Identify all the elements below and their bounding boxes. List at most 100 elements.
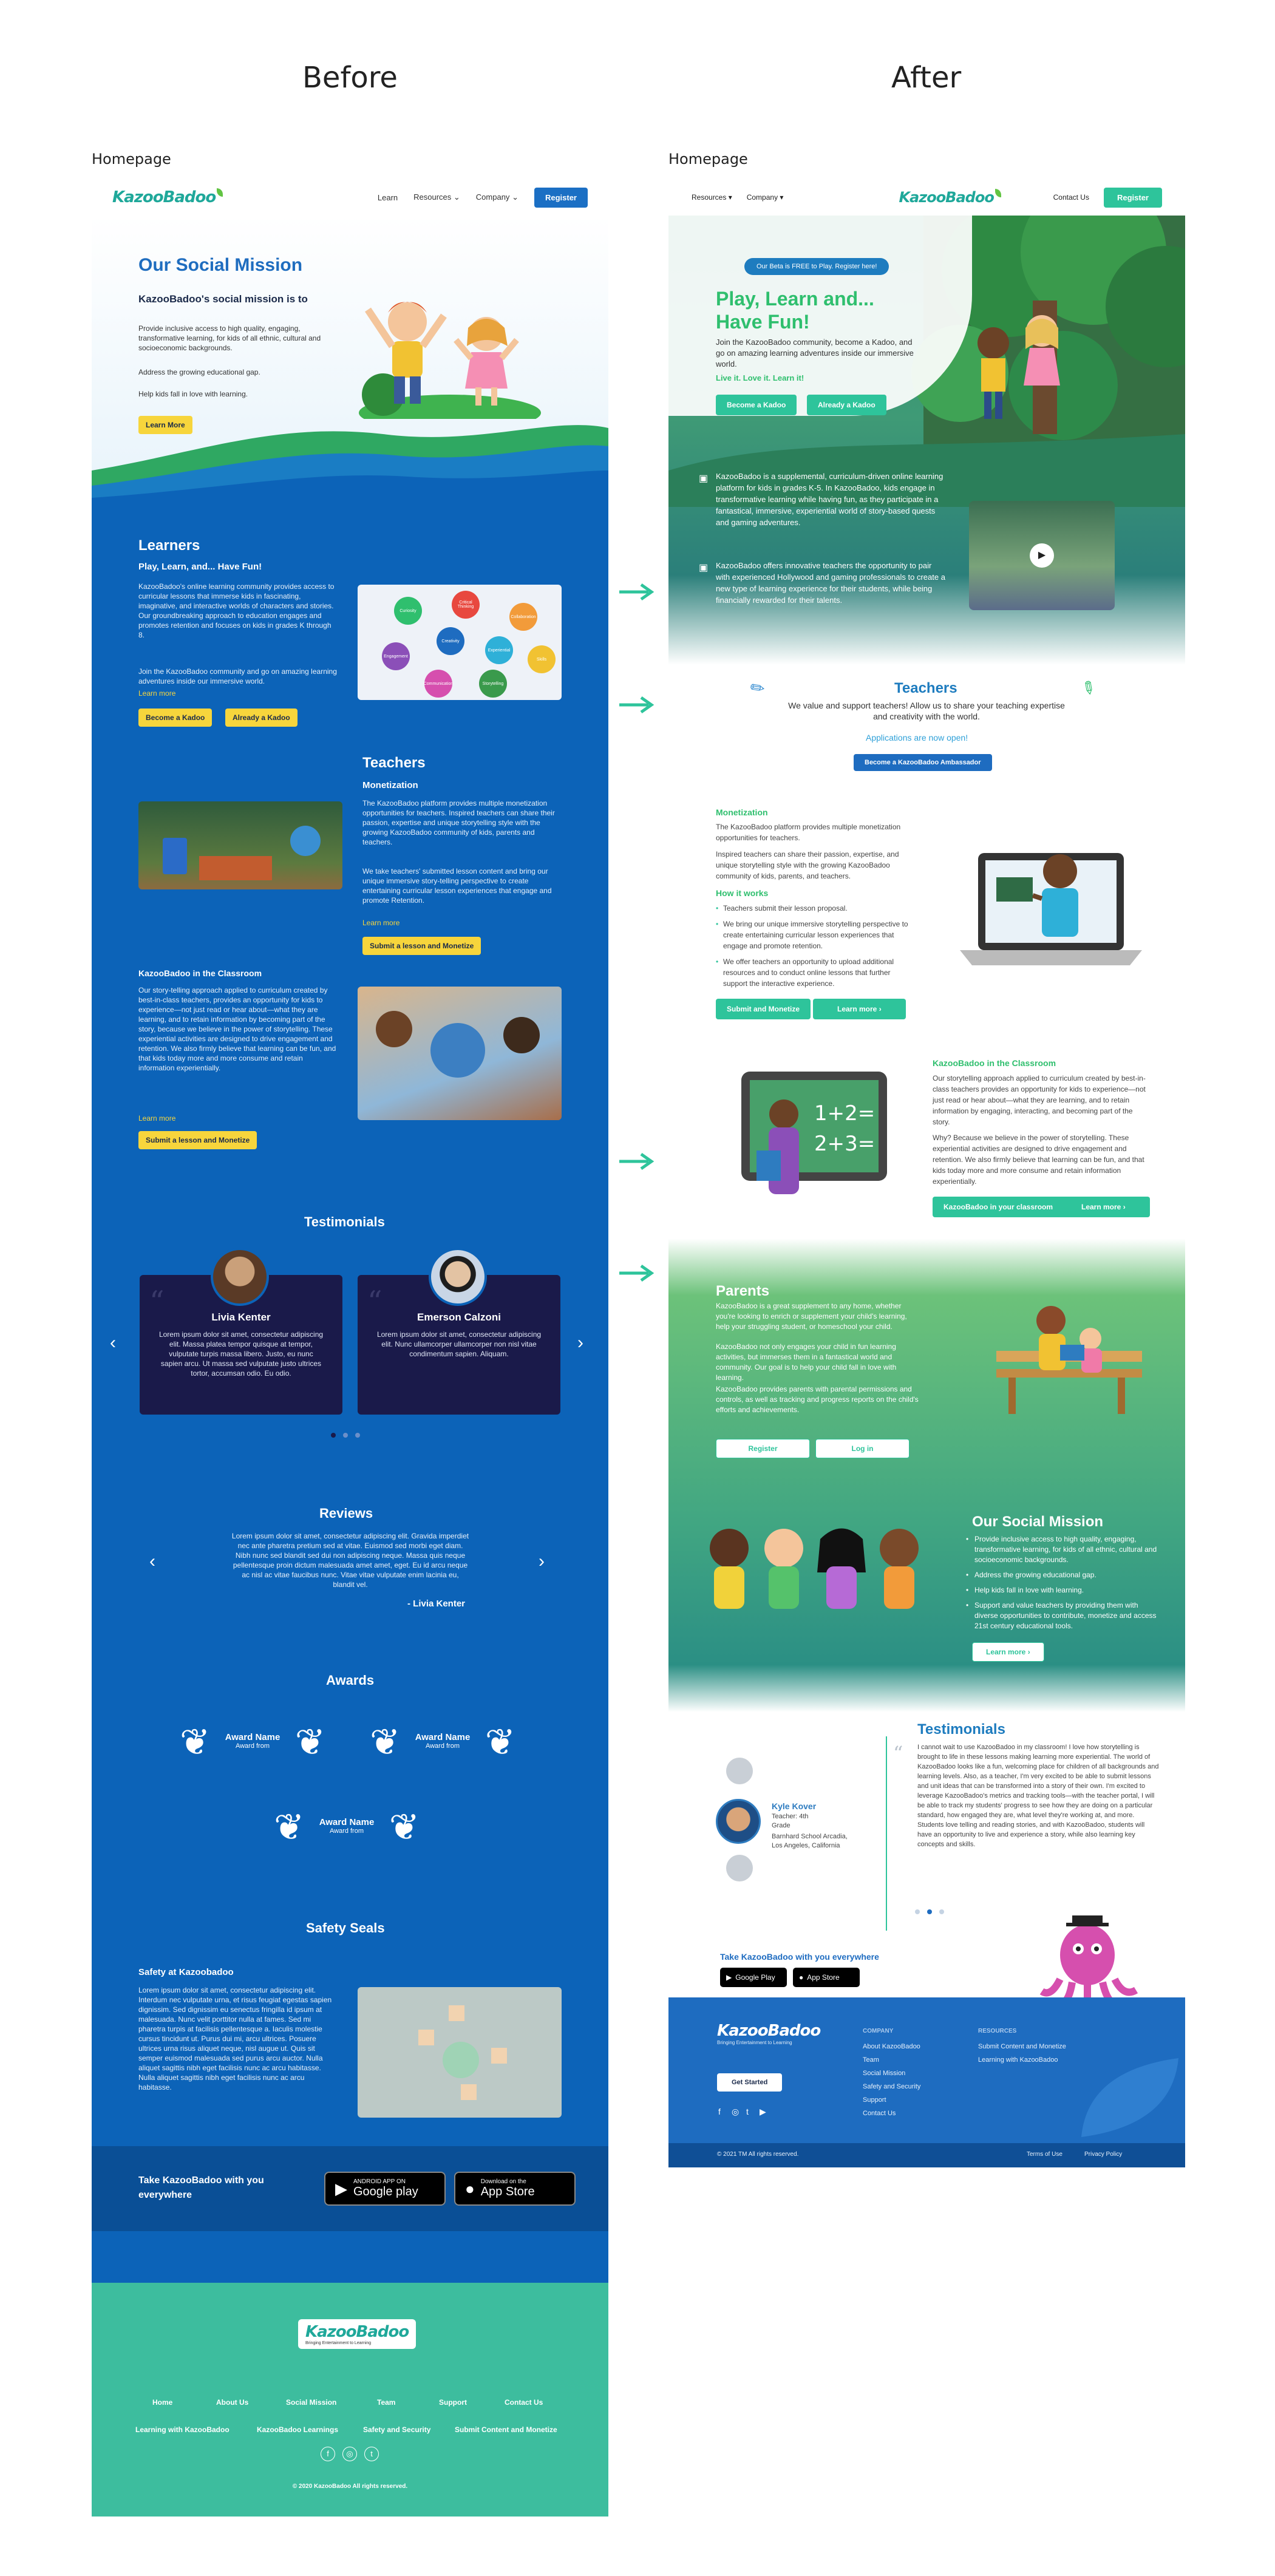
applications-open: Applications are now open! xyxy=(866,733,968,743)
get-started-button[interactable]: Get Started xyxy=(717,2073,783,2092)
footer-link[interactable]: KazooBadoo Learnings xyxy=(257,2425,339,2434)
become-kadoo-button[interactable]: Become a Kadoo xyxy=(716,395,797,415)
instagram-icon[interactable]: ◎ xyxy=(342,2447,357,2461)
skill-bubble: Communication xyxy=(424,670,453,698)
after-heading: After xyxy=(891,61,962,95)
carousel-dots[interactable] xyxy=(327,1430,364,1441)
game-video-thumbnail[interactable]: ▶ xyxy=(969,501,1115,610)
footer-link[interactable]: Contact Us xyxy=(863,2110,896,2117)
learners-learn-more-link[interactable]: Learn more xyxy=(138,689,176,698)
footer-link[interactable]: Learning with KazooBadoo xyxy=(135,2425,229,2434)
monetization-learn-more-button[interactable]: Learn more › xyxy=(813,999,906,1019)
submit-monetize-button[interactable]: Submit and Monetize xyxy=(716,999,811,1019)
mission-point: Address the growing educational gap. xyxy=(138,368,260,376)
before-navbar: KazooBadoo Learn Resources ⌄ Company ⌄ R… xyxy=(92,179,608,216)
footer-link[interactable]: Social Mission xyxy=(863,2070,906,2077)
before-logo[interactable]: KazooBadoo xyxy=(112,188,223,206)
teachers-text: We value and support teachers! Allow us … xyxy=(788,701,1065,721)
classroom-button[interactable]: KazooBadoo in your classroom xyxy=(933,1197,1064,1217)
avatar xyxy=(429,1248,487,1306)
after-logo[interactable]: KazooBadoo xyxy=(899,189,1001,206)
book-icon: ▣ xyxy=(699,474,709,484)
nav-company[interactable]: Company ▾ xyxy=(746,193,784,202)
footer-link[interactable]: Contact Us xyxy=(505,2398,543,2407)
how-it-works-title: How it works xyxy=(716,888,769,898)
privacy-link[interactable]: Privacy Policy xyxy=(1084,2151,1123,2158)
footer-link[interactable]: Submit Content and Monetize xyxy=(455,2425,557,2434)
reviews-next-icon[interactable]: › xyxy=(539,1551,545,1571)
safety-blocks-photo xyxy=(358,1987,562,2118)
bullet-icon: • xyxy=(966,1571,969,1579)
submit-lesson-button[interactable]: Submit a lesson and Monetize xyxy=(362,937,481,955)
nav-company[interactable]: Company ⌄ xyxy=(475,192,518,202)
skill-bubble: Experiential xyxy=(485,636,513,664)
ambassador-button[interactable]: Become a KazooBadoo Ambassador xyxy=(854,754,992,771)
list-item: •Support and value teachers by providing… xyxy=(966,1601,1157,1630)
parents-mission-band xyxy=(668,1239,1185,1712)
twitter-icon[interactable]: t xyxy=(746,2107,749,2116)
play-store-icon: ▶ xyxy=(726,1973,732,1982)
footer-logo[interactable]: KazooBadoo Bringing Entertainment to Lea… xyxy=(717,2022,821,2045)
footer-link[interactable]: Safety and Security xyxy=(863,2083,921,2090)
carousel-next-icon[interactable]: › xyxy=(577,1333,583,1353)
bullet-icon: • xyxy=(716,920,719,928)
register-button[interactable]: Register xyxy=(1103,187,1162,208)
testimonial-text: Lorem ipsum dolor sit amet, consectetur … xyxy=(376,1330,542,1358)
footer-link[interactable]: Support xyxy=(863,2096,886,2104)
footer-link[interactable]: Submit Content and Monetize xyxy=(978,2043,1066,2050)
testimonial-name: Livia Kenter xyxy=(211,1311,271,1323)
carousel-prev-icon[interactable]: ‹ xyxy=(110,1333,116,1353)
mission-learn-more-button[interactable]: Learn more › xyxy=(972,1642,1044,1662)
footer-link[interactable]: Home xyxy=(152,2398,173,2407)
twitter-icon[interactable]: t xyxy=(364,2447,379,2461)
classroom-submit-button[interactable]: Submit a lesson and Monetize xyxy=(138,1131,257,1149)
classroom-learn-more-link[interactable]: Learn more xyxy=(138,1114,176,1123)
parents-text: KazooBadoo not only engages your child i… xyxy=(716,1342,897,1382)
footer-link[interactable]: About Us xyxy=(216,2398,249,2407)
instagram-icon[interactable]: ◎ xyxy=(732,2107,739,2116)
footer-link[interactable]: Learning with KazooBadoo xyxy=(978,2056,1058,2064)
laurel-right-icon: ❦ xyxy=(484,1722,515,1762)
already-kadoo-button[interactable]: Already a Kadoo xyxy=(807,395,886,415)
nav-resources[interactable]: Resources ⌄ xyxy=(413,192,460,202)
learners-text: Join the KazooBadoo community and go on … xyxy=(138,667,337,685)
book-icon: ▣ xyxy=(699,563,709,573)
facebook-icon[interactable]: f xyxy=(718,2107,721,2116)
quote-icon: “ xyxy=(149,1285,165,1319)
footer-logo[interactable]: KazooBadoo Bringing Entertainment to Lea… xyxy=(298,2319,416,2349)
nav-learn[interactable]: Learn xyxy=(377,192,398,202)
nav-resources[interactable]: Resources ▾ xyxy=(692,193,732,202)
footer-link[interactable]: Support xyxy=(439,2398,467,2407)
footer-link[interactable]: Team xyxy=(377,2398,396,2407)
carousel-dots[interactable] xyxy=(911,1906,948,1917)
facebook-icon[interactable]: f xyxy=(321,2447,335,2461)
play-icon[interactable]: ▶ xyxy=(1030,543,1054,568)
footer-link[interactable]: Social Mission xyxy=(286,2398,337,2407)
youtube-icon[interactable]: ▶ xyxy=(760,2107,766,2116)
terms-link[interactable]: Terms of Use xyxy=(1027,2151,1062,2158)
google-play-button[interactable]: ▶Google Play xyxy=(720,1968,787,1987)
app-store-button[interactable]: ●App Store xyxy=(793,1968,860,1987)
reviews-prev-icon[interactable]: ‹ xyxy=(149,1551,155,1571)
avatar[interactable] xyxy=(726,1758,753,1784)
already-kadoo-button[interactable]: Already a Kadoo xyxy=(225,709,298,727)
parents-login-button[interactable]: Log in xyxy=(815,1439,909,1458)
after-hero: Our Beta is FREE to Play. Register here!… xyxy=(668,216,1185,665)
avatar[interactable] xyxy=(716,1799,761,1844)
footer-link[interactable]: About KazooBadoo xyxy=(863,2043,920,2050)
pencil-icon: ✎ xyxy=(1077,676,1100,700)
teacher-chalkboard-illustration: 1+2= 2+3= xyxy=(741,1072,887,1194)
become-kadoo-button[interactable]: Become a Kadoo xyxy=(138,709,212,727)
register-button[interactable]: Register xyxy=(534,187,588,208)
classroom-learn-more-button[interactable]: Learn more › xyxy=(1057,1197,1150,1217)
nav-contact[interactable]: Contact Us xyxy=(1053,193,1089,202)
footer-link[interactable]: Safety and Security xyxy=(363,2425,431,2434)
beta-banner[interactable]: Our Beta is FREE to Play. Register here! xyxy=(744,258,889,275)
avatar[interactable] xyxy=(726,1855,753,1881)
footer-link[interactable]: Team xyxy=(863,2056,879,2064)
mission-learn-more-button[interactable]: Learn More xyxy=(138,416,192,434)
parents-register-button[interactable]: Register xyxy=(716,1439,810,1458)
teachers-learn-more-link[interactable]: Learn more xyxy=(362,919,400,927)
